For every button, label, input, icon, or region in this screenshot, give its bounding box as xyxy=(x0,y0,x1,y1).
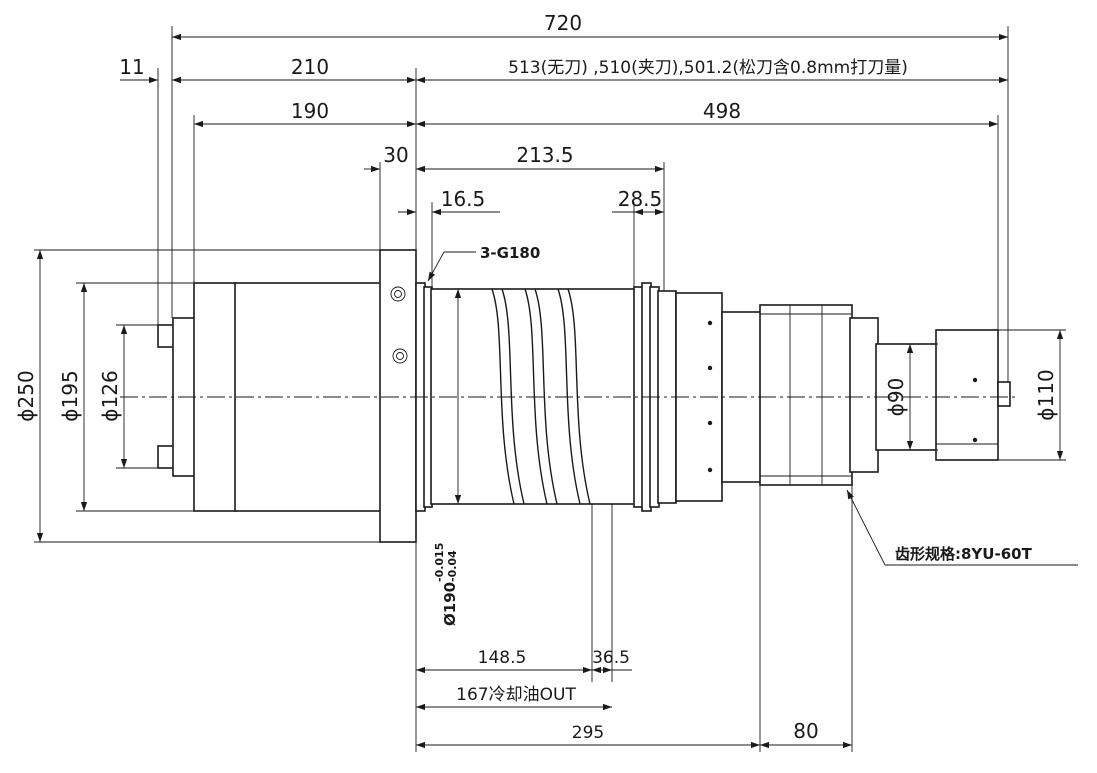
label-720: 720 xyxy=(544,11,582,35)
label-16-5: 16.5 xyxy=(441,187,486,211)
flange-port-mid xyxy=(392,348,408,364)
leader-lines xyxy=(427,251,1078,566)
label-dia-90: ϕ90 xyxy=(884,378,908,417)
label-295: 295 xyxy=(572,723,604,743)
gear-hub xyxy=(849,317,879,473)
label-36-5: 36.5 xyxy=(592,648,630,668)
label-dia-190-upper: -0.015 xyxy=(433,543,446,582)
label-30: 30 xyxy=(383,143,408,167)
label-dia-126: ϕ126 xyxy=(98,370,122,421)
label-dia-190-tolerance: Ø190 -0.015 -0.04 xyxy=(433,543,459,626)
label-80: 80 xyxy=(793,719,818,743)
rear-clip-bottom xyxy=(157,445,175,469)
rear-clip-top xyxy=(157,324,175,348)
label-190: 190 xyxy=(291,99,329,123)
label-dia-110: ϕ110 xyxy=(1034,369,1058,420)
label-167-coolant: 167冷却油OUT xyxy=(456,685,576,705)
label-seal: 3-G180 xyxy=(480,244,540,262)
label-498: 498 xyxy=(703,99,741,123)
drawbar-key xyxy=(997,381,1011,407)
flange-port-top xyxy=(390,286,406,302)
helical-grooves xyxy=(491,288,591,505)
label-gear-spec: 齿形规格:8YU-60T xyxy=(895,545,1033,563)
label-213-5: 213.5 xyxy=(516,143,573,167)
label-dia-190-lower: -0.04 xyxy=(446,550,459,582)
label-28-5: 28.5 xyxy=(618,187,663,211)
dimension-labels: 720 11 210 513(无刀) ,510(夹刀),501.2(松刀含0.8… xyxy=(14,11,1058,743)
label-11: 11 xyxy=(119,55,144,79)
label-dia-190: Ø190 xyxy=(441,582,459,626)
dimension-lines xyxy=(36,33,1064,749)
label-dia-250: ϕ250 xyxy=(14,370,38,421)
label-513-510-501: 513(无刀) ,510(夹刀),501.2(松刀含0.8mm打刀量) xyxy=(508,58,908,78)
mounting-flange xyxy=(379,249,417,543)
label-dia-195: ϕ195 xyxy=(58,370,82,421)
gear-ring xyxy=(759,304,853,486)
extension-lines xyxy=(34,26,1066,752)
spindle-outline xyxy=(157,249,1011,543)
tool-holder xyxy=(935,329,999,461)
label-210: 210 xyxy=(291,55,329,79)
label-148-5: 148.5 xyxy=(478,648,527,668)
front-nut-holes xyxy=(707,320,713,473)
